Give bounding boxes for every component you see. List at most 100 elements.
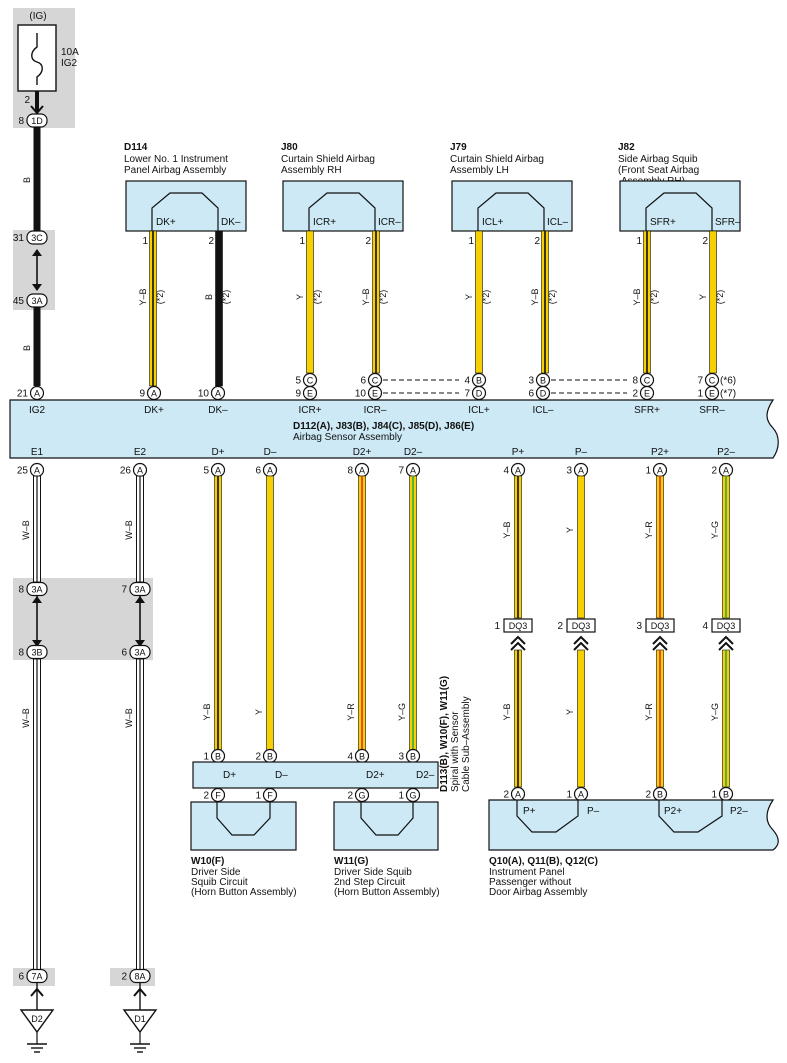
sensor-top-pin-1[interactable]: A9 xyxy=(139,385,162,401)
sensor-top-pin-0[interactable]: A21 xyxy=(17,385,45,401)
pin-number: 4 xyxy=(464,376,470,387)
ig2-connector-3[interactable]: 45 3A xyxy=(13,293,48,308)
ig2-connector-2[interactable]: 31 3C xyxy=(13,230,48,245)
component-name: Curtain Shield Airbag xyxy=(281,154,375,165)
joint-pin-r1-2[interactable]: B4 xyxy=(464,372,487,388)
passenger-pin-1[interactable]: A1 xyxy=(566,786,589,802)
sensor-bottom-pin-2[interactable]: A5 xyxy=(203,462,226,478)
joint-pin-r1-0[interactable]: C5 xyxy=(295,372,318,388)
ground-connector-e1-1[interactable]: 3A8 xyxy=(18,581,48,597)
ground-connector-e2-2[interactable]: 3A6 xyxy=(121,644,151,660)
ground-point-icon xyxy=(122,1009,158,1034)
svg-text:45: 45 xyxy=(13,296,25,307)
wire-color-label: Y xyxy=(464,294,474,300)
joint-pin-r1-5[interactable]: C7 xyxy=(697,372,720,388)
sensor-bottom-pin-5[interactable]: A7 xyxy=(398,462,421,478)
spiral-bottom-pin-3[interactable]: G1 xyxy=(398,787,421,803)
joint-pin-r1-1[interactable]: C6 xyxy=(360,372,383,388)
fuse-symbol-icon xyxy=(31,33,43,85)
pin-code: 8A xyxy=(134,972,145,982)
passenger-wire-upper-3 xyxy=(722,475,730,619)
spiral-top-pin-0[interactable]: B1 xyxy=(203,748,226,764)
pin-code: DQ3 xyxy=(572,621,591,631)
pin-code: A xyxy=(657,466,663,476)
joint-pin-r1-4[interactable]: C8 xyxy=(632,372,655,388)
pin-number: 1 xyxy=(566,790,572,801)
passenger-airbag-assembly[interactable] xyxy=(488,799,779,851)
sensor-bottom-pin-9[interactable]: A2 xyxy=(711,462,734,478)
pin-code: D xyxy=(476,389,483,399)
ground-connector-e1-2[interactable]: 3B8 xyxy=(18,644,48,660)
chevron-up-icon xyxy=(510,635,526,645)
sensor-bottom-term: D2+ xyxy=(353,447,372,458)
wire-color-label: Y–B xyxy=(202,703,212,720)
joint-pin-r2-1[interactable]: E10 xyxy=(355,385,383,401)
spiral-line3: Cable Sub–Assembly xyxy=(461,696,472,792)
spiral-term: D2– xyxy=(416,770,435,781)
sensor-bottom-pin-6[interactable]: A4 xyxy=(503,462,526,478)
passenger-wire-upper-1 xyxy=(577,475,585,619)
pin-code: C xyxy=(372,376,379,386)
sensor-bottom-pin-8[interactable]: A1 xyxy=(645,462,668,478)
joint-pin-r1-3[interactable]: B3 xyxy=(528,372,551,388)
pin-code: 3B xyxy=(31,648,42,658)
wire-color-label: Y xyxy=(565,527,575,533)
sensor-top-pin-2[interactable]: A10 xyxy=(198,385,226,401)
sensor-bottom-pin-3[interactable]: A6 xyxy=(255,462,278,478)
svg-text:31: 31 xyxy=(13,233,25,244)
passenger-pin-3[interactable]: B1 xyxy=(711,786,734,802)
wire-color-label: Y–G xyxy=(397,703,407,721)
pin-number: 6 xyxy=(121,648,127,659)
spiral-top-pin-1[interactable]: B2 xyxy=(255,748,278,764)
pin-number: 2 xyxy=(632,389,638,400)
sensor-bottom-pin-0[interactable]: A25 xyxy=(17,462,45,478)
spiral-cable-assembly[interactable] xyxy=(192,761,439,789)
spiral-bottom-pin-2[interactable]: G2 xyxy=(347,787,370,803)
pin-code: E xyxy=(307,389,313,399)
squib-2nd-box[interactable] xyxy=(333,801,439,851)
joint-pin-r2-4[interactable]: E2 xyxy=(632,385,655,401)
spiral-bottom-pin-0[interactable]: F2 xyxy=(203,787,226,803)
svg-text:3C: 3C xyxy=(31,233,43,243)
spiral-bottom-pin-1[interactable]: F1 xyxy=(255,787,278,803)
component-id: J79 xyxy=(450,142,467,153)
pin-number: 2 xyxy=(255,752,261,763)
sensor-top-term: ICR– xyxy=(364,405,387,416)
sensor-bottom-pin-7[interactable]: A3 xyxy=(566,462,589,478)
joint-pin-r2-3[interactable]: D6 xyxy=(528,385,551,401)
pin-number: 4 xyxy=(347,752,353,763)
pin-number: 1 xyxy=(711,790,717,801)
passenger-term: P2– xyxy=(730,806,748,817)
pin-code: B xyxy=(723,790,729,800)
pin-code: B xyxy=(359,752,365,762)
pin-code: B xyxy=(267,752,273,762)
passenger-pin-2[interactable]: B2 xyxy=(645,786,668,802)
sensor-bottom-pin-1[interactable]: A26 xyxy=(120,462,148,478)
airbag-sensor-assembly[interactable] xyxy=(9,399,779,459)
ground-connector-e2-1[interactable]: 3A7 xyxy=(121,581,151,597)
sensor-bottom-pin-4[interactable]: A8 xyxy=(347,462,370,478)
joint-pin-r2-0[interactable]: E9 xyxy=(295,385,318,401)
sensor-top-term: DK+ xyxy=(144,405,164,416)
spiral-top-pin-3[interactable]: B3 xyxy=(398,748,421,764)
squib-circuit-box[interactable] xyxy=(190,801,297,851)
joint-pin-r2-2[interactable]: D7 xyxy=(464,385,487,401)
spiral-top-pin-2[interactable]: B4 xyxy=(347,748,370,764)
joint-pin-r2-5[interactable]: E1 xyxy=(697,385,720,401)
ig2-connector-1[interactable]: 8 1D xyxy=(18,113,48,128)
squib2-line3: (Horn Button Assembly) xyxy=(334,887,440,898)
wire-dk+ xyxy=(149,230,157,387)
ground-connector-e2-3[interactable]: 8A2 xyxy=(121,968,151,984)
passenger-pin-0[interactable]: A2 xyxy=(503,786,526,802)
arrow-up-icon xyxy=(32,596,42,603)
ground-connector-e1-3[interactable]: 7A6 xyxy=(18,968,48,984)
pin-code: A xyxy=(515,790,521,800)
